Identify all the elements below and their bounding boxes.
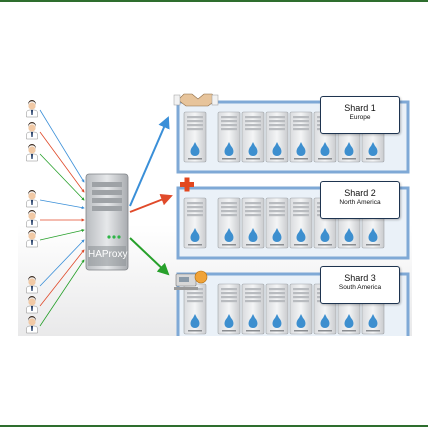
bottom-border — [0, 425, 428, 427]
shard-arrows — [129, 116, 173, 276]
shard-3-title: Shard 3 — [344, 273, 376, 283]
haproxy-label: HAProxy — [88, 249, 128, 260]
shard-2-title: Shard 2 — [344, 188, 376, 198]
shard-1-region: Europe — [349, 114, 371, 121]
handshake-icon — [173, 93, 219, 107]
user-group-3 — [26, 275, 38, 334]
shard-1-title: Shard 1 — [344, 103, 376, 113]
user-group-2 — [26, 189, 38, 248]
client-arrows — [39, 109, 85, 327]
user-group-1 — [26, 99, 38, 162]
medical-cross-icon — [180, 177, 194, 192]
shard-2-label: Shard 2 North America — [320, 181, 400, 219]
haproxy-server — [85, 173, 129, 271]
shard-3-label: Shard 3 South America — [320, 266, 400, 304]
shard-2-region: North America — [339, 199, 381, 206]
top-border — [0, 0, 428, 2]
shard-1-label: Shard 1 Europe — [320, 96, 400, 134]
shard-3-region: South America — [338, 284, 382, 291]
diagram-canvas: HAProxy Shard 1 Europe Shard 2 North Ame… — [18, 88, 412, 336]
retail-icon — [174, 270, 208, 290]
